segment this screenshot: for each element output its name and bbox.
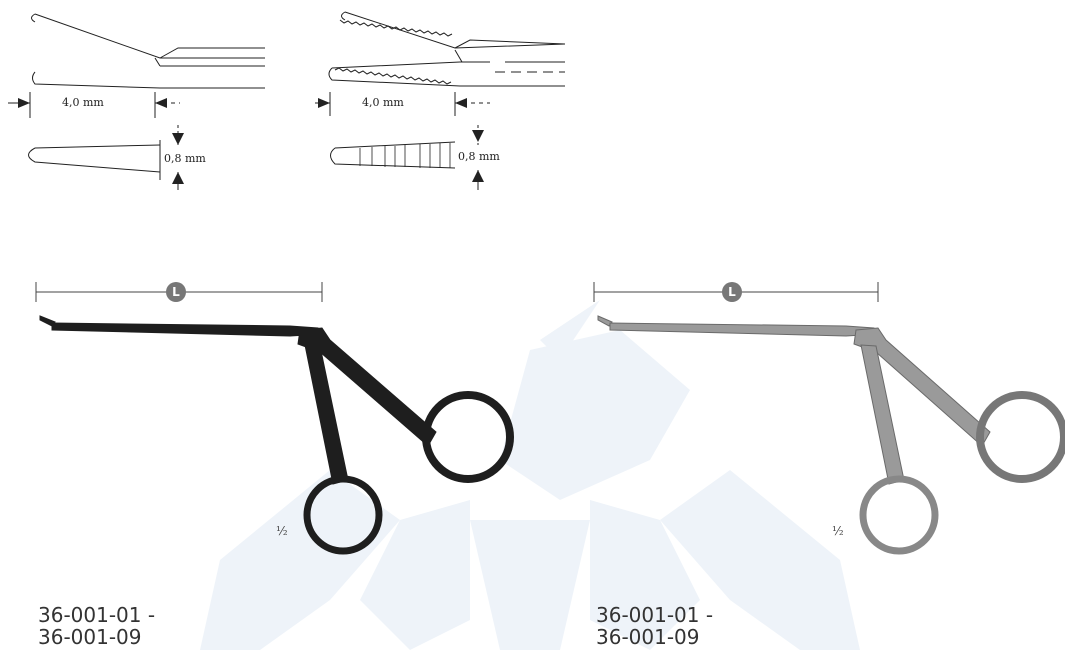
right-length-label: 4,0 mm — [362, 96, 404, 109]
article-number-right-line1: 36-001-01 - — [596, 603, 714, 627]
left-width-label: 0,8 mm — [164, 152, 206, 165]
article-number-left-line2: 36-001-09 — [38, 625, 142, 649]
article-number-left-line1: 36-001-01 - — [38, 603, 156, 627]
scale-label-right: ½ — [832, 524, 844, 538]
length-marker-left: L — [166, 282, 186, 302]
right-width-label: 0,8 mm — [458, 150, 500, 163]
article-number-right: 36-001-01 - 36-001-09 — [596, 604, 713, 648]
article-number-left: 36-001-01 - 36-001-09 — [38, 604, 155, 648]
scale-label-left: ½ — [276, 524, 288, 538]
left-length-label: 4,0 mm — [62, 96, 104, 109]
article-number-right-line2: 36-001-09 — [596, 625, 700, 649]
length-marker-right: L — [722, 282, 742, 302]
